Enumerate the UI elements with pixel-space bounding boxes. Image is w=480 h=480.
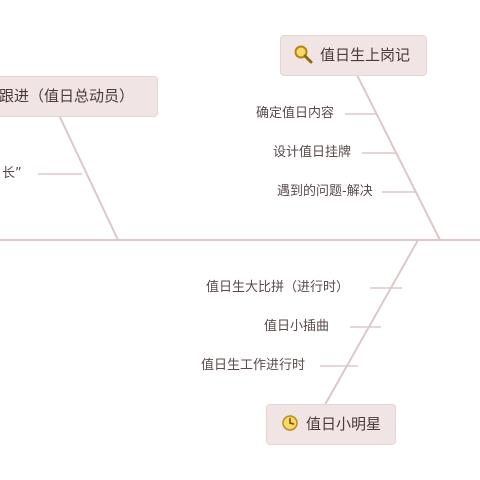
topic-node-duty-star[interactable]: 值日小明星 [266, 404, 396, 445]
branch-left-partial [57, 112, 119, 241]
leaf-duty-star-1: 值日生大比拼（进行时） [206, 280, 350, 295]
branch-duty-post [355, 72, 441, 241]
leaf-duty-star-3: 值日生工作进行时 [201, 358, 306, 373]
leaf-duty-star-2: 值日小插曲 [264, 319, 330, 334]
leaf-duty-post-1: 确定值日内容 [256, 106, 335, 121]
topic-node-left-partial[interactable]: 跟进（值日总动员） [0, 76, 158, 117]
topic-label: 值日小明星 [306, 415, 382, 433]
leaf-duty-post-3: 遇到的问题-解决 [277, 184, 373, 199]
clock-icon [281, 414, 299, 435]
topic-label: 值日生上岗记 [320, 46, 411, 64]
branch-duty-star [321, 239, 419, 411]
leaf-left-partial: 长” [2, 166, 22, 181]
topic-label: 跟进（值日总动员） [0, 87, 135, 105]
topic-node-duty-post[interactable]: 值日生上岗记 [280, 35, 427, 76]
leaf-duty-post-2: 设计值日挂牌 [273, 145, 352, 160]
magnifier-icon [293, 44, 313, 67]
